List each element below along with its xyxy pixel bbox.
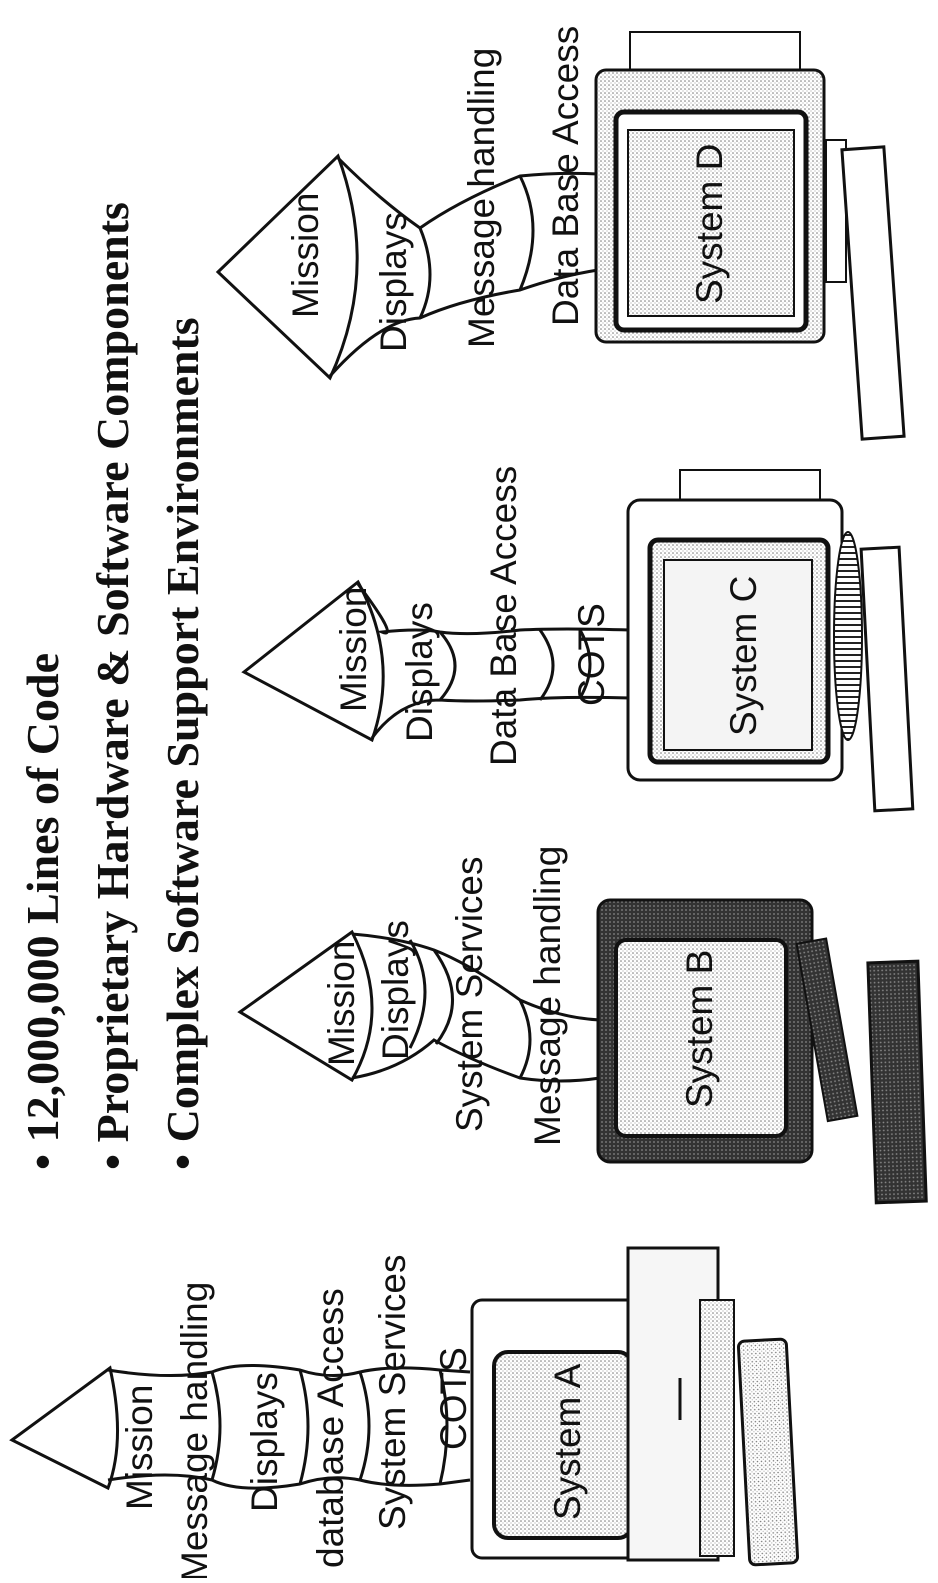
- system-b-computer: System B: [596, 898, 928, 1205]
- system-b-layer-displays: Displays: [375, 920, 416, 1060]
- system-b-layer-system-services: System Services: [449, 856, 490, 1132]
- system-b-base: [795, 937, 859, 1123]
- system-b-label: System B: [679, 950, 720, 1108]
- system-c-layer-bands: [356, 583, 631, 739]
- system-c-monitor-back: [679, 469, 821, 505]
- system-a-mission-triangle: [9, 1365, 119, 1491]
- system-a-layer-bands: [107, 1364, 471, 1490]
- system-c-label: System C: [723, 576, 764, 736]
- system-a-cpu-side: [699, 1299, 735, 1557]
- system-c-computer: System C: [626, 469, 915, 813]
- system-c-speaker: [833, 531, 863, 741]
- system-d-layer-mission: Mission: [285, 193, 326, 318]
- system-b-layer-bands: [351, 932, 601, 1083]
- system-b-mission-triangle: [237, 929, 374, 1083]
- system-c-keyboard: [859, 545, 915, 813]
- system-c-layer-displays: Displays: [399, 602, 440, 742]
- system-c-stack: Mission Displays Data Base Access COTS: [241, 466, 631, 766]
- system-b-layer-mission: Mission: [321, 941, 362, 1066]
- system-d-layer-displays: Displays: [373, 212, 414, 352]
- system-a-layer-system-services: System Services: [372, 1254, 413, 1530]
- system-d-screen: [627, 129, 795, 317]
- system-b-screen: [614, 938, 788, 1138]
- system-a-layer-message-handling: Message handling: [174, 1282, 215, 1578]
- system-d-layer-database-access: Data Base Access: [545, 26, 586, 326]
- system-d-monitor-back: [629, 31, 801, 75]
- system-d-layer-bands: [328, 156, 599, 377]
- system-d-computer: System D: [594, 31, 906, 441]
- system-a-layer-displays: Displays: [244, 1372, 285, 1512]
- system-c-layer-mission: Mission: [333, 587, 374, 712]
- system-a-layer-cots: COTS: [433, 1347, 474, 1450]
- system-d-stack: Mission Displays Message handling Data B…: [215, 26, 599, 381]
- system-a-layer-database-access: database Access: [310, 1288, 351, 1568]
- system-a-keyboard: [736, 1337, 800, 1567]
- system-a-stack: Mission Message handling Displays databa…: [9, 1254, 474, 1582]
- system-c-layer-database-access: Data Base Access: [483, 466, 524, 766]
- bullet-list: • 12,000,000 Lines of Code • Proprietary…: [17, 202, 208, 1170]
- system-a-label: System A: [547, 1363, 588, 1520]
- system-b-keyboard: [866, 959, 928, 1205]
- system-d-layer-message-handling: Message handling: [461, 48, 502, 348]
- system-d-keyboard: [840, 145, 906, 441]
- system-b-layer-message-handling: Message handling: [527, 846, 568, 1146]
- system-b-stack: Mission Displays System Services Message…: [237, 846, 601, 1146]
- system-a-computer: System A: [470, 1246, 800, 1567]
- system-a-layer-mission: Mission: [119, 1385, 160, 1510]
- system-d-label: System D: [689, 144, 730, 304]
- bullet-proprietary: • Proprietary Hardware & Software Compon…: [87, 202, 138, 1170]
- bullet-lines-of-code: • 12,000,000 Lines of Code: [17, 653, 68, 1170]
- bullet-support-env: • Complex Software Support Environments: [157, 317, 208, 1170]
- system-c-screen: [663, 559, 813, 751]
- system-c-layer-cots: COTS: [571, 603, 612, 706]
- system-d-mission-triangle: [215, 153, 359, 381]
